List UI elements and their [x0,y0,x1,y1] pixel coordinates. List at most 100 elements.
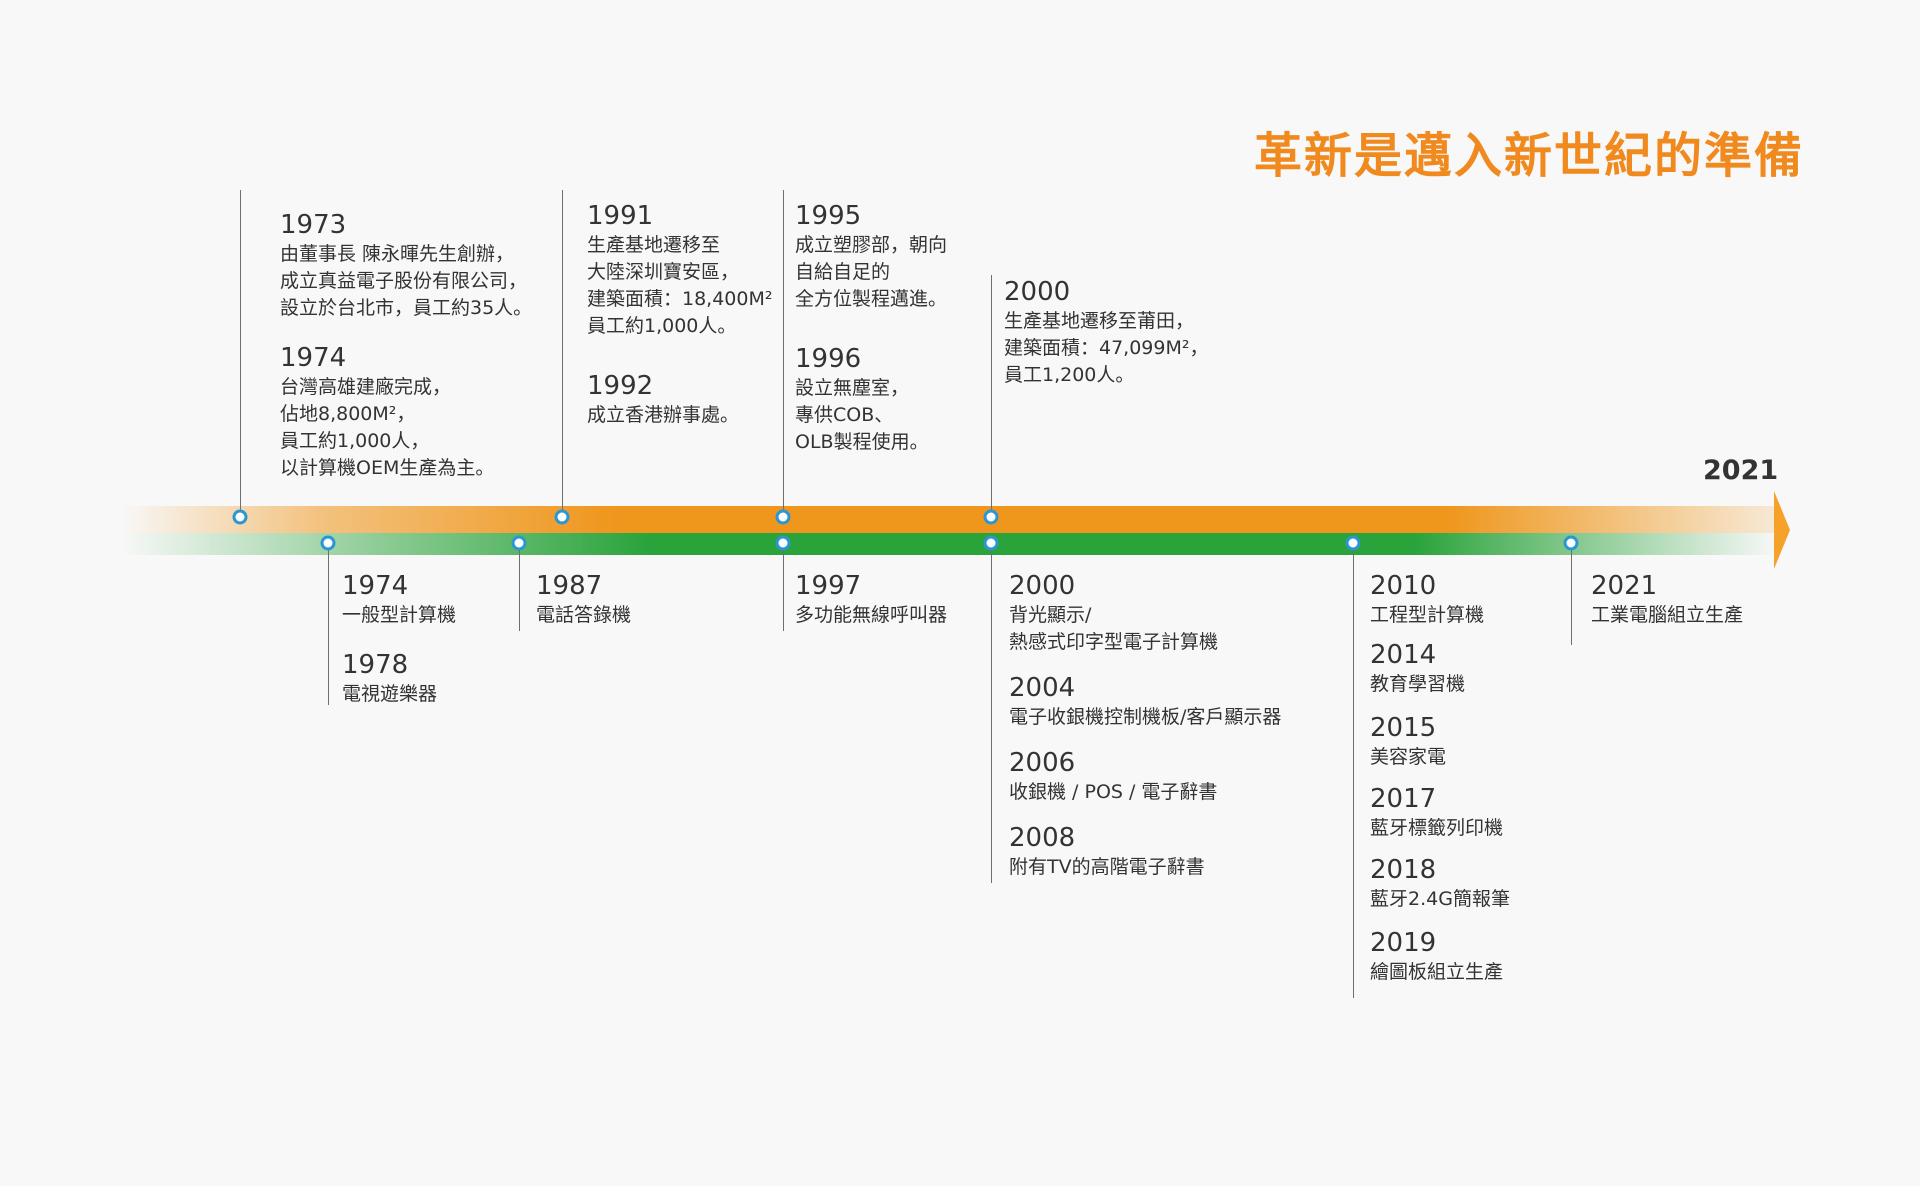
node-lower-4 [983,535,999,551]
entry-line: 佔地8,800M²， [280,403,416,425]
node-upper-4 [983,509,999,525]
entry-line: 多功能無線呼叫器 [795,604,948,626]
entry-line: 員工約1,000人， [280,430,430,452]
entry-year: 1973 [280,210,347,240]
entry-year: 2000 [1004,277,1071,307]
entry-line: 成立塑膠部，朝向 [795,234,948,256]
timeline-entry: 2004 電子收銀機控制機板/客戶顯示器 [1009,672,1281,731]
timeline-entry: 2017 藍牙標籤列印機 [1370,783,1510,842]
node-upper-2 [554,509,570,525]
entry-year: 2019 [1370,928,1437,958]
timeline-entry: 2021 工業電腦組立生產 [1591,570,1743,629]
entry-line: OLB製程使用。 [795,431,929,453]
timeline-entry: 2006 收銀機 / POS / 電子辭書 [1009,747,1281,806]
timeline-entry: 2000 背光顯示/ 熱感式印字型電子計算機 [1009,570,1281,656]
lower-group-4: 2000 背光顯示/ 熱感式印字型電子計算機 2004 電子收銀機控制機板/客戶… [1009,570,1281,897]
timeline-entry: 1987 電話答錄機 [536,570,631,629]
node-upper-3 [775,509,791,525]
timeline-entry: 2019 繪圖板組立生產 [1370,927,1510,986]
upper-group-3: 1995 成立塑膠部，朝向 自給自足的 全方位製程邁進。 1996 設立無塵室，… [795,200,947,472]
entry-line: 大陸深圳寶安區， [587,261,740,283]
stem-upper-2 [562,190,563,517]
entry-year: 2010 [1370,571,1437,601]
entry-year: 2017 [1370,784,1437,814]
timeline-entry: 2000 生產基地遷移至莆田， 建築面積：47,099M²， 員工1,200人。 [1004,276,1209,389]
green-band [120,533,1778,555]
entry-year: 1995 [795,201,862,231]
entry-line: 美容家電 [1370,746,1447,768]
node-lower-1 [320,535,336,551]
entry-line: 建築面積：47,099M²， [1004,337,1209,359]
entry-year: 2004 [1009,673,1076,703]
timeline-entry: 1995 成立塑膠部，朝向 自給自足的 全方位製程邁進。 [795,200,947,313]
entry-line: 繪圖板組立生產 [1370,961,1504,983]
page-title: 革新是邁入新世紀的準備 [1253,128,1804,184]
timeline-entry: 1992 成立香港辦事處。 [587,370,773,429]
entry-year: 1987 [536,571,603,601]
upper-group-2: 1991 生產基地遷移至 大陸深圳寶安區， 建築面積：18,400M² 員工約1… [587,200,773,445]
entry-year: 1974 [342,571,409,601]
upper-group-4: 2000 生產基地遷移至莆田， 建築面積：47,099M²， 員工1,200人。 [1004,276,1209,405]
timeline-entry: 1974 台灣高雄建廠完成， 佔地8,800M²， 員工約1,000人， 以計算… [280,342,532,482]
entry-line: 以計算機OEM生產為主。 [280,457,495,479]
lower-group-5: 2010 工程型計算機 2014 教育學習機 2015 美容家電 2017 藍牙… [1370,570,1510,1002]
orange-band [120,506,1778,533]
entry-line: 電話答錄機 [536,604,632,626]
entry-line: 設立無塵室， [795,377,910,399]
timeline-entry: 2008 附有TV的高階電子辭書 [1009,822,1281,881]
upper-group-1: 1973 由董事長 陳永暉先生創辦， 成立真益電子股份有限公司， 設立於台北市，… [280,209,532,498]
entry-line: 由董事長 陳永暉先生創辦， [280,243,515,265]
entry-line: 工程型計算機 [1370,604,1485,626]
stem-upper-4 [991,275,992,517]
entry-line: 設立於台北市，員工約35人。 [280,297,533,319]
entry-year: 2006 [1009,748,1076,778]
stem-lower-5 [1353,543,1354,998]
node-lower-6 [1563,535,1579,551]
entry-line: 藍牙標籤列印機 [1370,817,1504,839]
entry-line: 員工1,200人。 [1004,364,1135,386]
entry-line: 成立真益電子股份有限公司， [280,270,528,292]
entry-year: 1992 [587,371,654,401]
stem-lower-6 [1571,543,1572,645]
node-lower-5 [1345,535,1361,551]
entry-year: 2015 [1370,713,1437,743]
lower-group-2: 1987 電話答錄機 [536,570,631,645]
entry-year: 1996 [795,344,862,374]
entry-line: 自給自足的 [795,261,891,283]
lower-group-1: 1974 一般型計算機 1978 電視遊樂器 [342,570,456,724]
entry-line: 電視遊樂器 [342,683,438,705]
timeline-entry: 2018 藍牙2.4G簡報筆 [1370,854,1510,913]
timeline-entry: 1978 電視遊樂器 [342,649,456,708]
entry-line: 成立香港辦事處。 [587,404,740,426]
stem-upper-3 [783,190,784,517]
entry-line: 電子收銀機控制機板/客戶顯示器 [1009,706,1282,728]
entry-line: 員工約1,000人。 [587,315,737,337]
stem-lower-3 [783,543,784,631]
timeline-entry: 2010 工程型計算機 [1370,570,1510,629]
timeline-end-year: 2021 [1703,455,1779,486]
entry-line: 背光顯示/ [1009,604,1092,626]
entry-line: 教育學習機 [1370,673,1466,695]
lower-group-6: 2021 工業電腦組立生產 [1591,570,1743,645]
entry-line: 工業電腦組立生產 [1591,604,1744,626]
timeline-entry: 1996 設立無塵室， 專供COB、 OLB製程使用。 [795,343,947,456]
stem-lower-4 [991,543,992,883]
entry-year: 1978 [342,650,409,680]
entry-line: 熱感式印字型電子計算機 [1009,631,1219,653]
entry-year: 2018 [1370,855,1437,885]
stem-lower-2 [519,543,520,631]
entry-line: 收銀機 / POS / 電子辭書 [1009,781,1218,803]
entry-line: 建築面積：18,400M² [587,288,773,310]
node-upper-1 [232,509,248,525]
entry-year: 1997 [795,571,862,601]
stem-upper-1 [240,190,241,517]
entry-line: 生產基地遷移至莆田， [1004,310,1195,332]
timeline-entry: 1973 由董事長 陳永暉先生創辦， 成立真益電子股份有限公司， 設立於台北市，… [280,209,532,322]
entry-line: 專供COB、 [795,404,894,426]
timeline-entry: 2015 美容家電 [1370,712,1510,771]
lower-group-3: 1997 多功能無線呼叫器 [795,570,947,645]
entry-year: 1991 [587,201,654,231]
entry-line: 生產基地遷移至 [587,234,721,256]
entry-line: 附有TV的高階電子辭書 [1009,856,1205,878]
